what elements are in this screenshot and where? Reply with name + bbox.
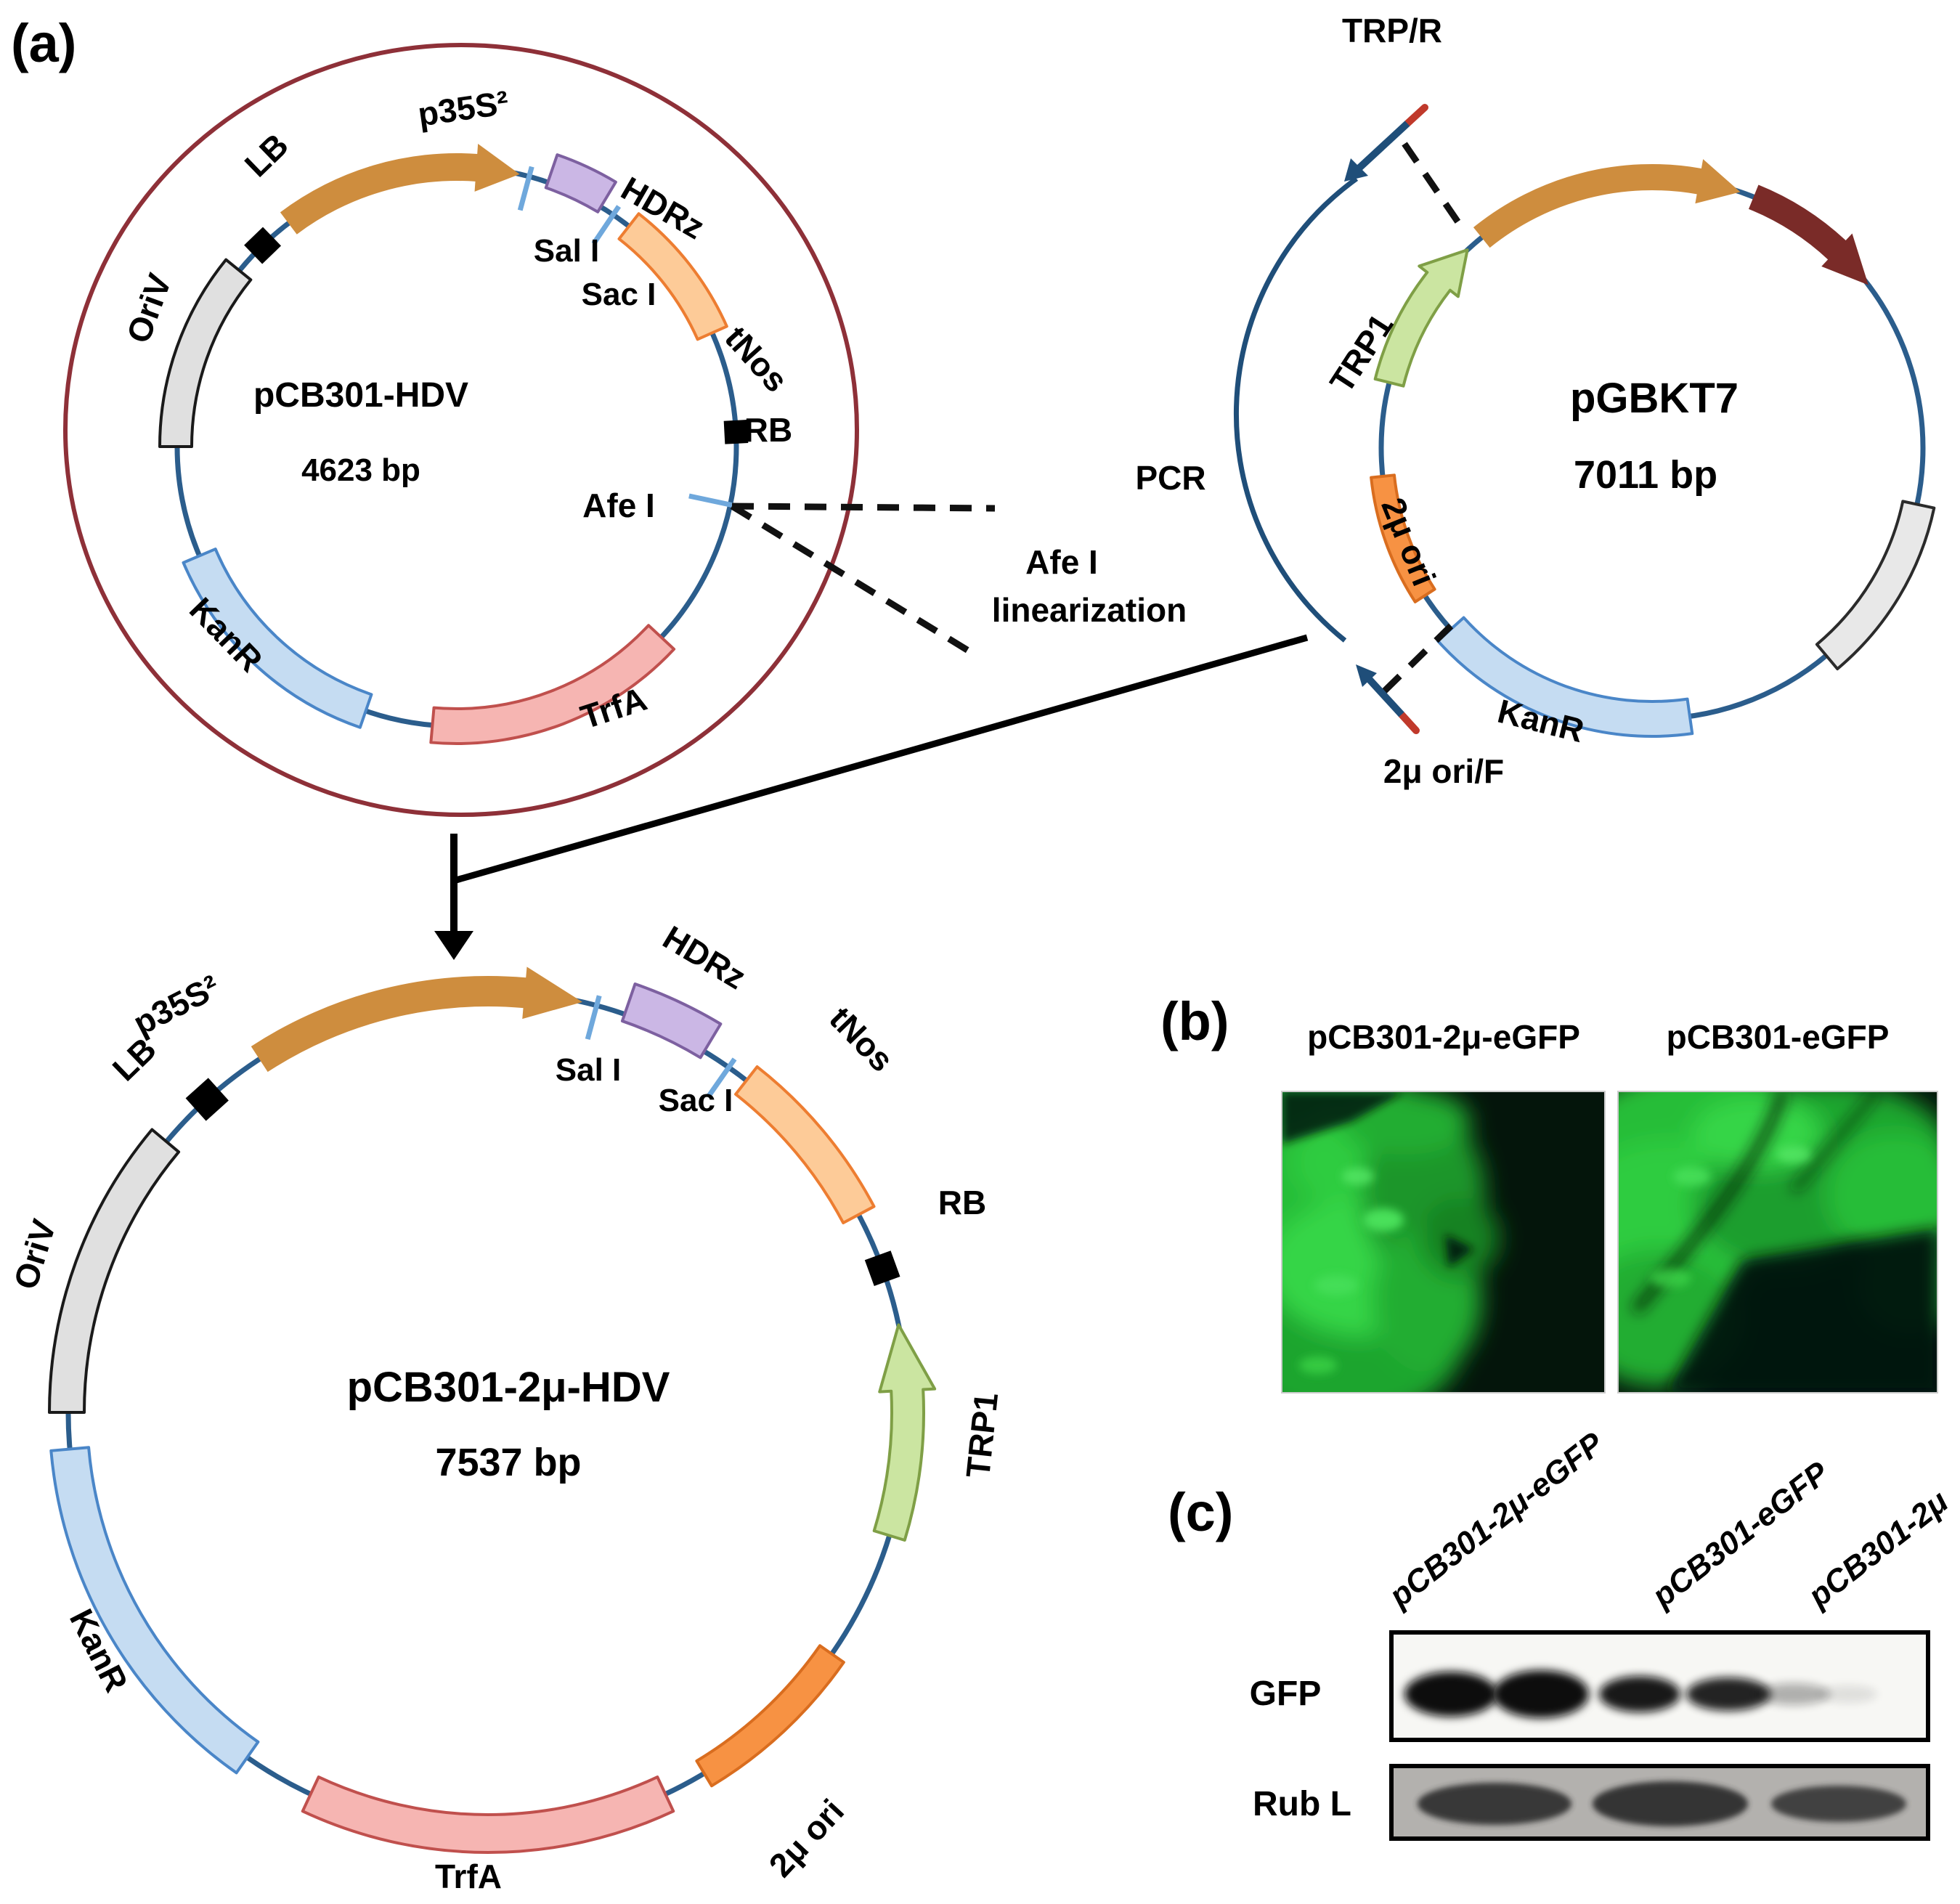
pcb301-2u-hdv-trfa-label: TrfA: [435, 1858, 502, 1895]
pcb301-hdv-size: 4623 bp: [301, 452, 420, 488]
trp-r-primer-label: TRP/R: [1342, 12, 1442, 49]
dashed-connector-1: [731, 503, 996, 512]
trp-r-primer: [1344, 104, 1428, 182]
pcb301-hdv-kanr-segment: [182, 548, 373, 729]
2u-ori-f-primer-red-tail: [1398, 711, 1420, 734]
assembly-arrow-head: [434, 931, 473, 960]
pcb301-hdv-rb-label: RB: [744, 411, 792, 449]
pgbkt7-name: pGBKT7: [1570, 375, 1739, 422]
pcb301-hdv-trfa-segment: [429, 624, 676, 745]
gfp-blot-band-4: [1686, 1677, 1770, 1711]
pcb301-hdv-afe1-tick: [688, 493, 734, 508]
pcb301-2u-hdv-name: pCB301-2μ-HDV: [347, 1364, 670, 1411]
trp-r-primer-shaft: [1357, 121, 1410, 171]
blot-row-label-rubl: Rub L: [1253, 1785, 1351, 1823]
2u-ori-f-primer-shaft: [1367, 677, 1404, 717]
pcr-product-arc: [1233, 176, 1359, 643]
blot-bands: [1404, 1670, 1906, 1826]
pcb301-2u-hdv-p35s2-segment: [251, 967, 583, 1073]
pcb301-hdv-sac1-tick: [591, 205, 622, 245]
pcb301-hdv-hdrz-segment: [544, 153, 617, 213]
panel-b-label: (b): [1160, 991, 1229, 1051]
pgbkt7-gray-segment: [1815, 500, 1936, 671]
pcb301-2u-hdv-tnos-segment: [734, 1065, 876, 1224]
pcb301-2u-hdv-size: 7537 bp: [435, 1441, 581, 1484]
pcb301-2u-hdv-trp1-label: TRP1: [959, 1391, 1005, 1479]
pcb301-hdv-p35s2-segment: [280, 144, 520, 235]
gfp-blot-band-6: [1819, 1685, 1877, 1703]
dashed-connector-4: [1381, 623, 1454, 694]
pcb301-hdv-lb-site: [244, 227, 282, 264]
blot-row-label-gfp: GFP: [1250, 1675, 1322, 1713]
2u-ori-f-primer-arrowhead: [1356, 664, 1377, 687]
micrograph-title-pcb301-egfp: pCB301-eGFP: [1667, 1018, 1890, 1056]
pcb301-hdv-name: pCB301-HDV: [253, 376, 468, 415]
pcb301-2u-hdv-sal1-tick: [585, 995, 602, 1041]
gfp-blot-band-3: [1599, 1676, 1680, 1712]
pcb301-hdv-rb-site: [723, 420, 749, 444]
pcb301-2u-hdv-trfa-segment: [301, 1775, 675, 1854]
connectors: [434, 104, 1464, 960]
pcb301-2u-hdv-sal1-label: Sal I: [556, 1052, 622, 1088]
trp-r-primer-arrowhead: [1344, 158, 1368, 182]
pcb301-2u-hdv-trp1-segment: [872, 1323, 937, 1542]
pcb301-2u-hdv-rb-site: [864, 1250, 900, 1286]
micrograph-pcb301-egfp: [1617, 1091, 1938, 1394]
pgbkt7-size: 7011 bp: [1574, 453, 1717, 497]
micrograph-pcb301-2u-egfp: [1281, 1091, 1606, 1394]
assembly-connector-line: [455, 634, 1309, 884]
2u-ori-f-primer-label: 2μ ori/F: [1383, 752, 1504, 790]
pcb301-hdv-afe1-label: Afe I: [582, 487, 655, 524]
pcb301-hdv-sac1-label: Sac I: [582, 277, 656, 312]
pcb301-2u-hdv-rb-label: RB: [938, 1184, 986, 1221]
pgbkt7-bd-segment: [1748, 184, 1868, 285]
pgbkt7-trp1-segment: [1373, 248, 1469, 388]
pgbkt7-two-u-ori-segment: [1370, 473, 1436, 603]
rubl-blot-band-1: [1418, 1783, 1571, 1825]
dashed-connector-2: [730, 503, 975, 656]
rubl-blot-band-2: [1593, 1781, 1748, 1826]
micrograph-title-pcb301-2u-egfp: pCB301-2μ-eGFP: [1307, 1018, 1580, 1056]
pcb301-2u-hdv-kanr-segment: [49, 1446, 260, 1775]
pcr-label: PCR: [1135, 459, 1205, 497]
pcb301-2u-hdv-sac1-label: Sac I: [659, 1083, 733, 1118]
pcb301-2u-hdv-oriv-segment: [48, 1128, 181, 1414]
pgbkt7-promoter-segment: [1473, 159, 1741, 248]
pcb301-2u-hdv-hdrz-segment: [620, 982, 723, 1059]
panel-b: pCB301-2μ-eGFP pCB301-eGFP: [1281, 1018, 1938, 1394]
pcb301-hdv-sal1-label: Sal I: [534, 233, 600, 269]
rubl-blot-band-3: [1771, 1786, 1906, 1822]
2u-ori-f-primer: [1356, 664, 1420, 734]
panel-a-label: (a): [11, 13, 76, 73]
afe-linearization-label-line2: linearization: [992, 591, 1187, 629]
dashed-connector-3: [1402, 142, 1464, 229]
gfp-blot-band-5: [1757, 1683, 1830, 1705]
pcb301-hdv-sal1-tick: [517, 166, 534, 211]
afe-linearization-label-line1: Afe I: [1025, 543, 1098, 581]
pcb301-hdv-oriv-segment: [158, 258, 253, 448]
gfp-blot-band-2: [1493, 1670, 1589, 1718]
pcb301-hdv-outer-ring: [63, 43, 859, 817]
pcb301-2u-hdv-sac1-tick: [707, 1057, 737, 1098]
trp-r-primer-red-tail: [1404, 104, 1428, 127]
gfp-blot-band-1: [1404, 1672, 1497, 1717]
pcb301-hdv-tnos-segment: [617, 212, 728, 341]
pcb301-2u-hdv-lb-site: [185, 1078, 229, 1121]
panel-c-label: (c): [1168, 1482, 1233, 1542]
pcb301-2u-hdv-two-u-ori-segment: [695, 1644, 845, 1788]
